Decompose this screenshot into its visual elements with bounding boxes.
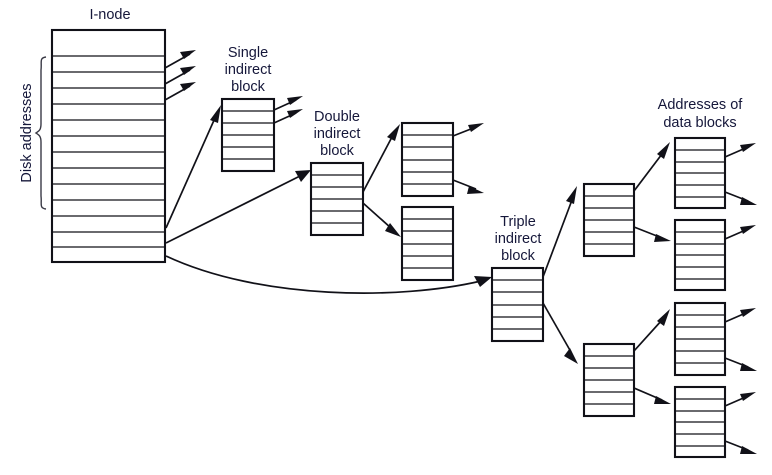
double-child-lower-block xyxy=(400,205,455,282)
triple-indirect-block xyxy=(490,266,545,343)
single-indirect-label-line-3: block xyxy=(231,79,266,95)
double-indirect-label-line-2: indirect xyxy=(314,126,361,142)
arrow-triple-child-upper-to-data-1 xyxy=(633,142,670,192)
double-indirect-block xyxy=(309,161,365,237)
arrow-single-indirect-out-1 xyxy=(273,96,303,111)
arrow-data-block-3-out-2 xyxy=(724,357,757,371)
arrow-inode-to-triple-indirect xyxy=(165,255,492,294)
addresses-label-line-2: data blocks xyxy=(663,115,736,131)
addresses-label-line-1: Addresses of xyxy=(658,97,744,113)
arrow-double-child-upper-out-1 xyxy=(452,123,484,137)
arrow-data-block-1-out-1 xyxy=(724,143,756,158)
arrow-data-block-2-out-1 xyxy=(724,225,756,240)
data-block-3 xyxy=(673,301,727,377)
triple-indirect-label-line-2: indirect xyxy=(495,231,542,247)
single-indirect-label-line-2: indirect xyxy=(225,62,272,78)
arrow-triple-child-lower-to-data-4 xyxy=(633,387,671,404)
data-block-1 xyxy=(673,136,727,210)
addresses-of-data-blocks-label: Addresses of data blocks xyxy=(658,97,744,131)
arrow-single-indirect-out-2 xyxy=(273,109,303,124)
single-indirect-label: Single indirect block xyxy=(225,45,272,95)
arrow-inode-direct-3 xyxy=(164,82,196,101)
arrow-inode-to-double-indirect xyxy=(165,170,311,244)
arrow-triple-to-child-upper xyxy=(542,186,577,278)
disk-addresses-label: Disk addresses xyxy=(19,83,35,182)
arrow-inode-to-single-indirect xyxy=(165,105,221,229)
disk-addresses-label-group: Disk addresses xyxy=(19,83,35,182)
arrow-double-to-child-lower xyxy=(362,202,401,237)
triple-child-lower-block xyxy=(582,342,636,418)
inode-block xyxy=(50,28,167,264)
arrow-triple-to-child-lower xyxy=(542,302,578,364)
arrow-triple-child-upper-to-data-2 xyxy=(633,226,671,242)
data-block-2 xyxy=(673,218,727,292)
data-block-4 xyxy=(673,385,727,459)
arrow-data-block-4-out-2 xyxy=(724,440,757,454)
disk-addresses-brace xyxy=(34,56,47,210)
inode-label: I-node xyxy=(89,7,130,23)
arrow-inode-direct-1 xyxy=(164,50,196,69)
triple-child-upper-block xyxy=(582,182,636,258)
triple-indirect-label-line-1: Triple xyxy=(500,214,536,230)
arrow-double-child-upper-out-2 xyxy=(452,179,484,194)
double-indirect-label: Double indirect block xyxy=(314,109,361,159)
double-child-upper-block xyxy=(400,121,455,198)
triple-indirect-label-line-3: block xyxy=(501,248,536,264)
arrow-data-block-1-out-2 xyxy=(724,191,757,205)
arrow-data-block-4-out-1 xyxy=(724,392,756,407)
arrow-data-block-3-out-1 xyxy=(724,308,756,323)
arrow-double-to-child-upper xyxy=(362,124,400,193)
double-indirect-label-line-1: Double xyxy=(314,109,360,125)
arrow-inode-direct-2 xyxy=(164,66,196,85)
double-indirect-label-line-3: block xyxy=(320,143,355,159)
single-indirect-block xyxy=(220,97,276,173)
triple-indirect-label: Triple indirect block xyxy=(495,214,542,264)
inode-outline xyxy=(50,28,167,264)
single-indirect-label-line-1: Single xyxy=(228,45,268,61)
arrow-triple-child-lower-to-data-3 xyxy=(633,309,670,352)
